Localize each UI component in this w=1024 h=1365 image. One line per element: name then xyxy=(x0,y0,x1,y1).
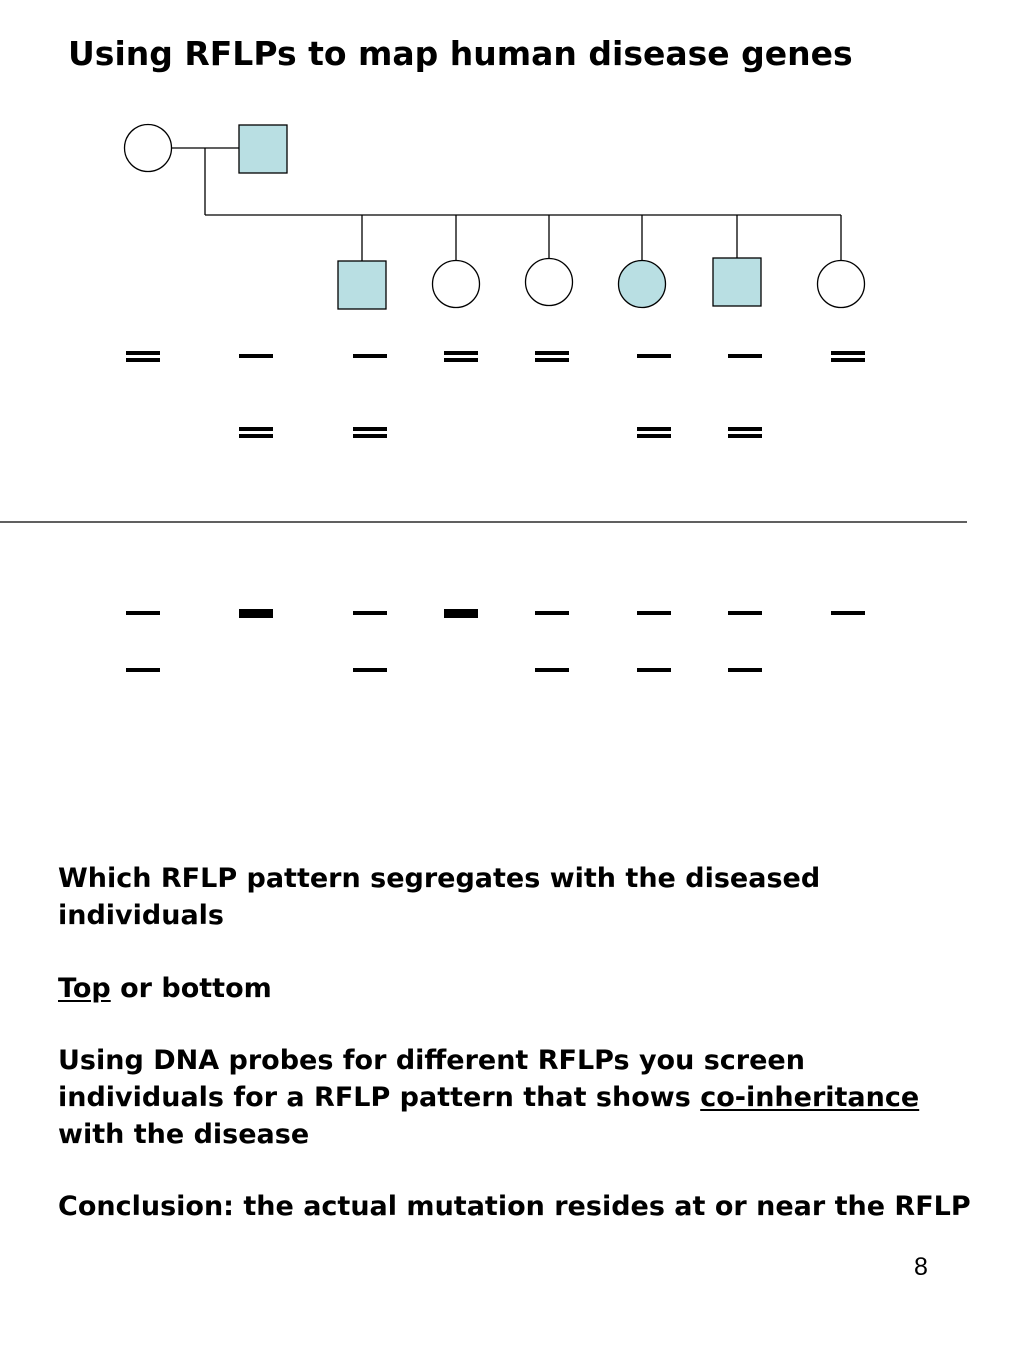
top-gel-child-4-lower-band-b xyxy=(637,434,671,438)
top-gel-child-1-lower-band-a xyxy=(353,427,387,431)
top-gel-father-upper-band xyxy=(239,354,273,358)
bottom-gel-child-1-upper-band xyxy=(353,611,387,615)
answer-emphasis: Top xyxy=(58,973,111,1004)
answer-rest: or bottom xyxy=(110,973,272,1004)
bottom-gel-mother-upper-band xyxy=(126,611,160,615)
question-line-1: Which RFLP pattern segregates with the d… xyxy=(58,863,821,894)
top-gel-child-1-upper-band xyxy=(353,354,387,358)
pedigree-chart xyxy=(123,123,866,310)
top-gel-child-5-lower-band-a xyxy=(728,427,762,431)
rflp-gels xyxy=(0,351,967,672)
top-gel-child-5-upper-band xyxy=(728,354,762,358)
top-gel-child-2-upper-band-a xyxy=(444,351,478,355)
bottom-gel-father-upper-band xyxy=(239,609,273,618)
child-2-symbol xyxy=(431,259,481,309)
bottom-gel-child-4-lower-band xyxy=(637,668,671,672)
top-gel-child-4-upper-band xyxy=(637,354,671,358)
top-gel-child-2-upper-band-b xyxy=(444,358,478,362)
pedigree-gel-diagram xyxy=(0,123,967,672)
bottom-gel-child-1-lower-band xyxy=(353,668,387,672)
top-gel-mother-upper-band-a xyxy=(126,351,160,355)
probe-line-2-text: individuals for a RFLP pattern that show… xyxy=(58,1082,701,1113)
top-gel-father-lower-band-a xyxy=(239,427,273,431)
parent-mother-symbol xyxy=(123,123,173,173)
slide-title: Using RFLPs to map human disease genes xyxy=(68,34,853,73)
child-1-symbol xyxy=(337,260,387,310)
top-gel-father-lower-band-b xyxy=(239,434,273,438)
bottom-gel-mother-lower-band xyxy=(126,668,160,672)
co-inheritance-emphasis: co-inheritance xyxy=(700,1082,920,1113)
bottom-gel-child-5-lower-band xyxy=(728,668,762,672)
bottom-gel-child-2-upper-band xyxy=(444,609,478,618)
conclusion-text: Conclusion: the actual mutation resides … xyxy=(58,1191,971,1222)
top-gel-child-6-upper-band-a xyxy=(831,351,865,355)
child-3-symbol xyxy=(524,257,574,307)
top-gel-child-6-upper-band-b xyxy=(831,358,865,362)
bottom-gel-child-3-lower-band xyxy=(535,668,569,672)
child-6-symbol xyxy=(816,259,866,309)
question-text: Which RFLP pattern segregates with the d… xyxy=(58,860,820,934)
top-gel-child-3-upper-band-a xyxy=(535,351,569,355)
bottom-gel-child-4-upper-band xyxy=(637,611,671,615)
bottom-gel-child-3-upper-band xyxy=(535,611,569,615)
top-gel-child-5-lower-band-b xyxy=(728,434,762,438)
top-gel-child-1-lower-band-b xyxy=(353,434,387,438)
bottom-gel-child-6-upper-band xyxy=(831,611,865,615)
probe-text: Using DNA probes for different RFLPs you… xyxy=(58,1042,919,1153)
question-line-2: individuals xyxy=(58,900,225,931)
answer-text: Top or bottom xyxy=(58,970,272,1007)
child-5-symbol xyxy=(712,257,762,307)
page-number: 8 xyxy=(914,1253,928,1281)
bottom-gel-child-5-upper-band xyxy=(728,611,762,615)
probe-line-2: individuals for a RFLP pattern that show… xyxy=(58,1079,919,1116)
top-gel-child-4-lower-band-a xyxy=(637,427,671,431)
child-4-symbol xyxy=(617,259,667,309)
probe-line-3: with the disease xyxy=(58,1119,310,1150)
top-gel-mother-upper-band-b xyxy=(126,358,160,362)
parent-father-symbol xyxy=(238,124,288,174)
probe-line-1: Using DNA probes for different RFLPs you… xyxy=(58,1045,805,1076)
top-gel-child-3-upper-band-b xyxy=(535,358,569,362)
